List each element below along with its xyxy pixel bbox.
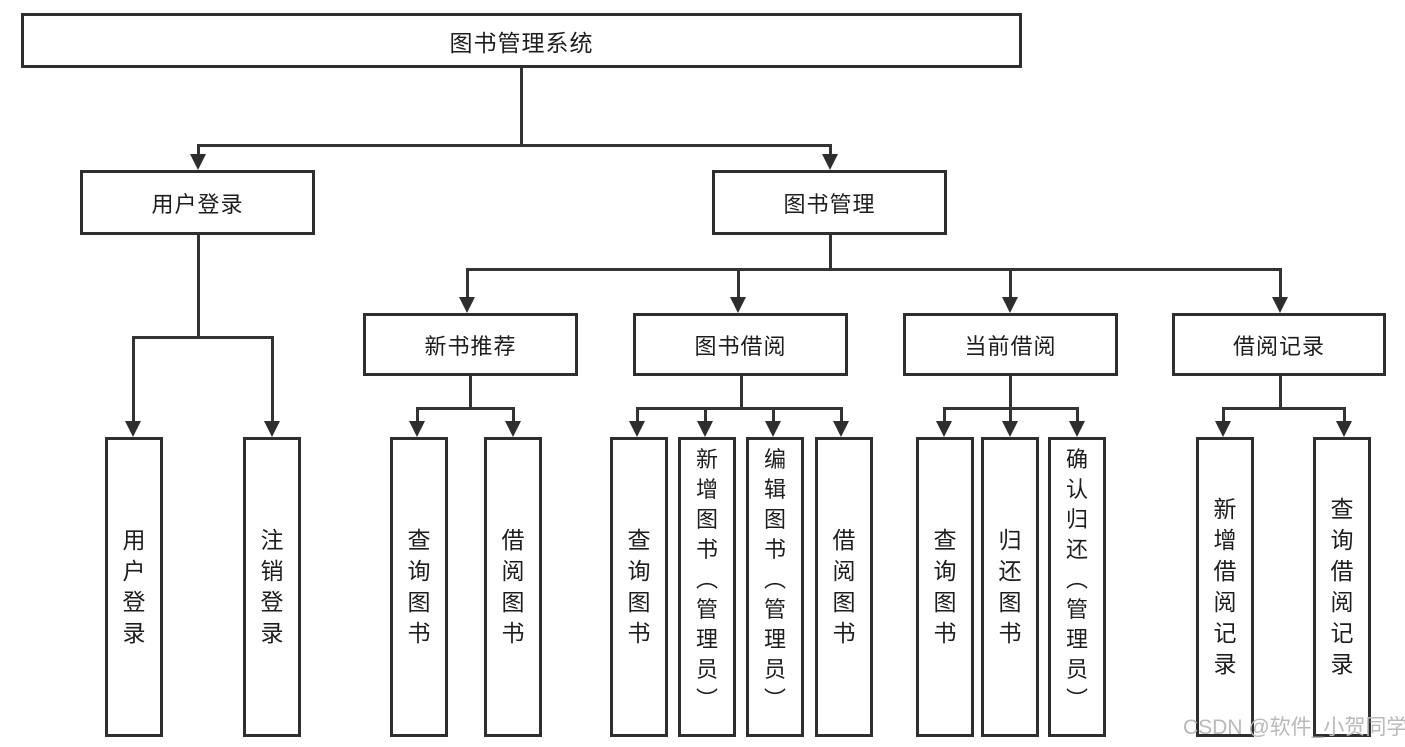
- leaf-label: 查询图书: [627, 527, 651, 646]
- connector-line: [520, 68, 523, 144]
- leaf-label: 注销登录: [260, 527, 284, 646]
- leaf-box: 查询图书: [916, 437, 974, 737]
- leaf-label: 用户登录: [122, 527, 146, 646]
- connector-line: [1222, 407, 1225, 425]
- leaf-box: 新增图书︵管理员︶: [678, 437, 736, 737]
- arrowhead-down-icon: [629, 421, 645, 437]
- connector-line: [704, 407, 707, 425]
- arrowhead-down-icon: [409, 421, 425, 437]
- connector-line: [132, 336, 273, 339]
- connector-line: [197, 235, 200, 336]
- connector-line: [943, 407, 946, 425]
- connector-line: [416, 407, 419, 425]
- connector-line: [636, 407, 842, 410]
- node-book-management: 图书管理: [712, 170, 947, 235]
- leaf-box: 用户登录: [105, 437, 163, 737]
- connector-line: [740, 376, 743, 407]
- arrowhead-down-icon: [459, 297, 475, 313]
- leaf-box: 注销登录: [243, 437, 301, 737]
- node-label: 图书借阅: [694, 333, 787, 359]
- leaf-box: 确认归还︵管理员︶: [1048, 437, 1106, 737]
- leaf-label: 确认归还︵管理员︶: [1065, 447, 1088, 712]
- arrowhead-down-icon: [125, 421, 141, 437]
- arrowhead-down-icon: [1002, 297, 1018, 313]
- leaf-box: 查询图书: [390, 437, 448, 737]
- connector-line: [1076, 407, 1079, 425]
- arrowhead-down-icon: [765, 421, 781, 437]
- leaf-label: 查询图书: [407, 527, 431, 646]
- connector-line: [466, 268, 469, 301]
- connector-line: [132, 336, 135, 425]
- leaf-label: 查询图书: [933, 527, 957, 646]
- arrowhead-down-icon: [264, 421, 280, 437]
- connector-line: [840, 407, 843, 425]
- node-current-borrowing: 当前借阅: [903, 313, 1118, 376]
- connector-line: [1343, 407, 1346, 425]
- connector-line: [829, 235, 832, 268]
- connector-line: [1279, 268, 1282, 301]
- leaf-box: 借阅图书: [484, 437, 542, 737]
- connector-line: [271, 336, 274, 425]
- connector-line: [1279, 376, 1282, 407]
- connector-line: [829, 144, 832, 158]
- arrowhead-down-icon: [190, 154, 206, 170]
- connector-line: [512, 407, 515, 425]
- arrowhead-down-icon: [730, 297, 746, 313]
- leaf-box: 新增借阅记录: [1196, 437, 1254, 737]
- connector-line: [1009, 376, 1012, 407]
- node-borrowing-records: 借阅记录: [1172, 313, 1386, 376]
- leaf-label: 新增图书︵管理员︶: [695, 447, 718, 712]
- connector-line: [197, 144, 200, 158]
- node-label: 当前借阅: [964, 333, 1057, 359]
- arrowhead-down-icon: [1069, 421, 1085, 437]
- leaf-box: 归还图书: [981, 437, 1039, 737]
- connector-line: [772, 407, 775, 425]
- connector-line: [469, 376, 472, 407]
- node-label: 新书推荐: [424, 333, 517, 359]
- arrowhead-down-icon: [1272, 297, 1288, 313]
- leaf-label: 借阅图书: [501, 527, 525, 646]
- connector-line: [1009, 407, 1012, 425]
- leaf-label: 编辑图书︵管理员︶: [763, 447, 786, 712]
- node-library-management-system: 图书管理系统: [21, 13, 1022, 68]
- node-label: 借阅记录: [1232, 333, 1325, 359]
- watermark: CSDN @软件_小贺同学: [1183, 716, 1405, 739]
- arrowhead-down-icon: [505, 421, 521, 437]
- connector-line: [636, 407, 639, 425]
- arrowhead-down-icon: [822, 154, 838, 170]
- leaf-box: 查询图书: [610, 437, 668, 737]
- connector-line: [1222, 407, 1345, 410]
- arrowhead-down-icon: [697, 421, 713, 437]
- connector-line: [737, 268, 740, 301]
- leaf-box: 查询借阅记录: [1313, 437, 1371, 737]
- node-new-book-recommendation: 新书推荐: [363, 313, 578, 376]
- node-user-login: 用户登录: [80, 170, 315, 235]
- node-label: 图书管理: [783, 191, 876, 217]
- leaf-label: 借阅图书: [832, 527, 856, 646]
- node-book-borrowing: 图书借阅: [633, 313, 848, 376]
- node-label: 用户登录: [151, 191, 244, 217]
- arrowhead-down-icon: [833, 421, 849, 437]
- node-label: 图书管理系统: [449, 29, 594, 56]
- connector-line: [466, 268, 1281, 271]
- arrowhead-down-icon: [1336, 421, 1352, 437]
- leaf-box: 编辑图书︵管理员︶: [746, 437, 804, 737]
- leaf-label: 查询借阅记录: [1330, 496, 1354, 677]
- connector-line: [416, 407, 514, 410]
- leaf-label: 新增借阅记录: [1213, 496, 1237, 677]
- arrowhead-down-icon: [936, 421, 952, 437]
- connector-line: [197, 144, 831, 147]
- connector-line: [1009, 268, 1012, 301]
- arrowhead-down-icon: [1215, 421, 1231, 437]
- leaf-label: 归还图书: [998, 527, 1022, 646]
- arrowhead-down-icon: [1002, 421, 1018, 437]
- leaf-box: 借阅图书: [815, 437, 873, 737]
